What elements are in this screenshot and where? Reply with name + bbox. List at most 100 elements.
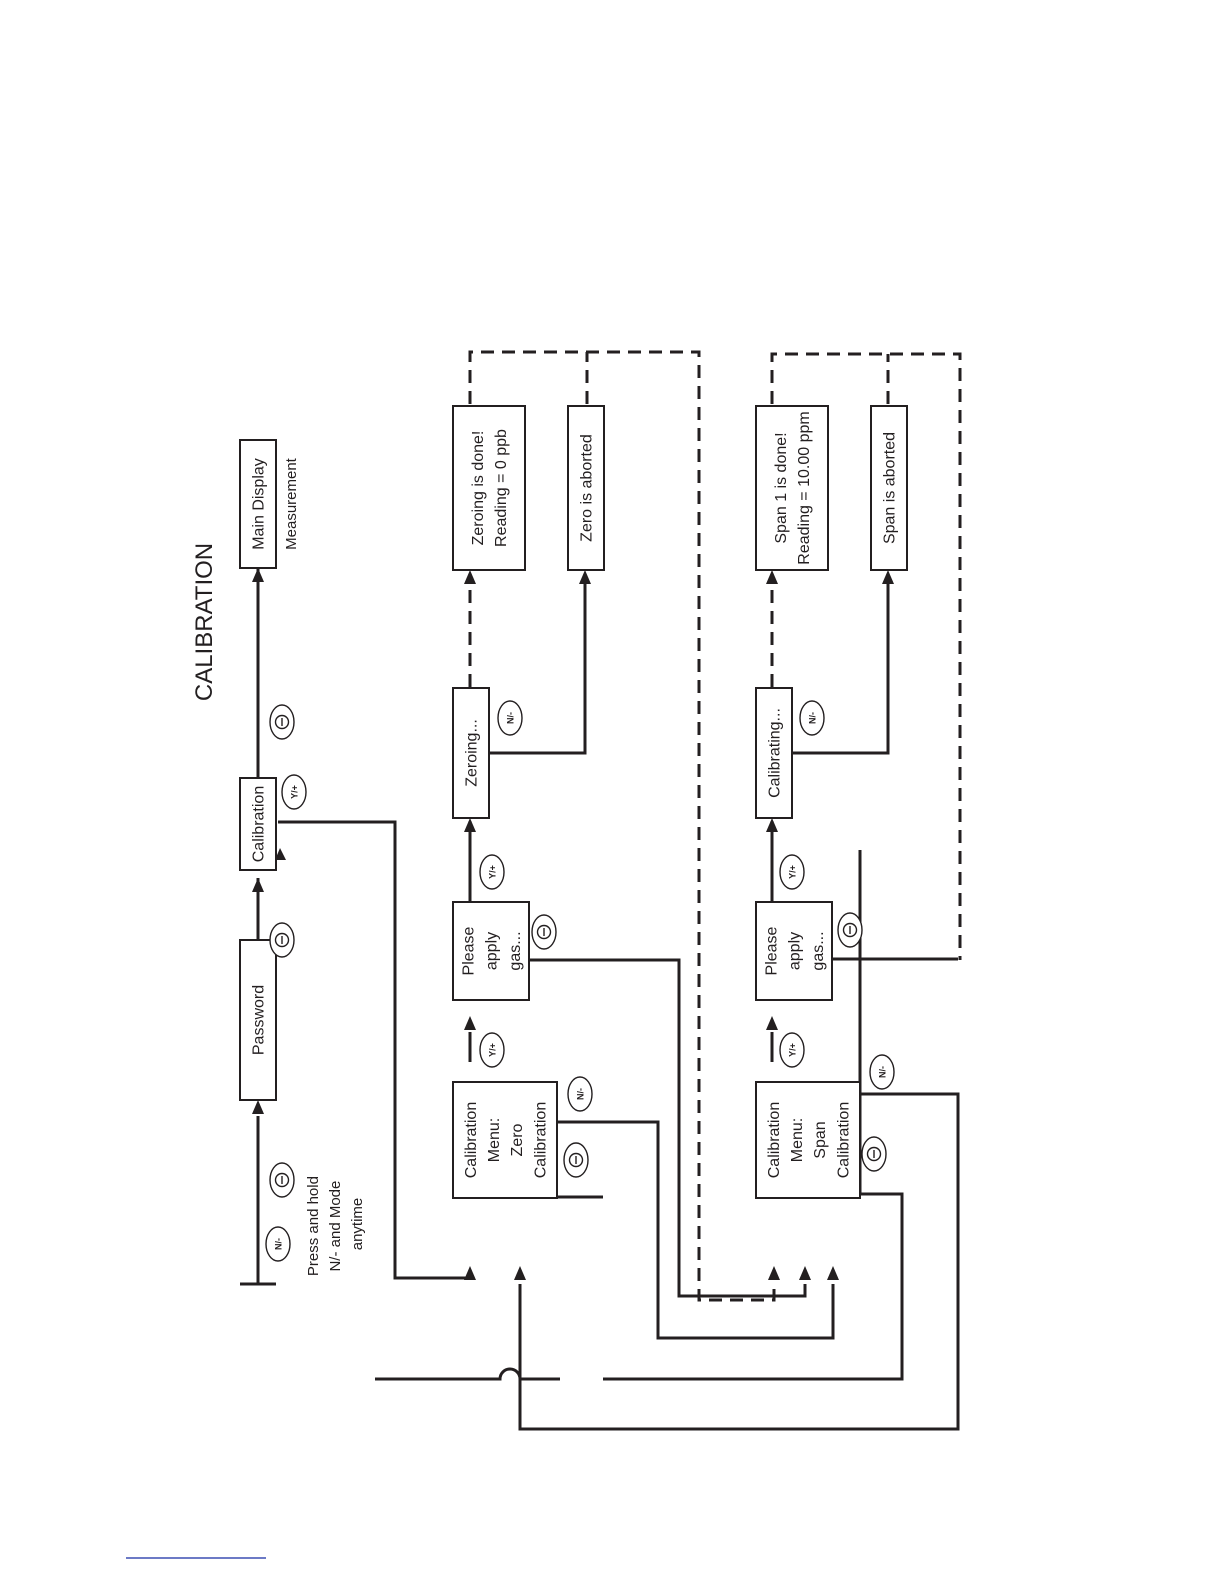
key-yes-icon: Y/+	[779, 1032, 805, 1068]
press-hold-label: Press and hold N/- and Mode anytime	[305, 1172, 366, 1276]
arrow-to-zero-apply	[464, 1016, 476, 1030]
dashed-zero-done-to-span-menu	[468, 350, 776, 1302]
box-frame	[870, 405, 908, 571]
box-zeroing-done: Zeroing is done!Reading = 0 ppb	[452, 405, 526, 571]
key-label: Y/+	[788, 865, 798, 879]
box-frame	[755, 687, 793, 819]
box-main-display: Main Display	[239, 439, 277, 569]
solid-connectors	[256, 568, 960, 1431]
mode-symbol	[866, 1146, 882, 1162]
arrow-to-calibrating	[766, 818, 778, 832]
arrow-to-span-apply	[766, 1016, 778, 1030]
key-mode-icon	[861, 1136, 887, 1172]
box-label: Zeroing...	[464, 719, 481, 787]
key-no-icon: N/-	[567, 1076, 593, 1112]
box-frame	[239, 939, 277, 1101]
arrow-to-zero-aborted	[579, 570, 591, 584]
connector-calibration-to-zero-menu	[278, 820, 466, 1280]
key-no-icon: N/-	[799, 700, 825, 736]
box-frame	[239, 777, 277, 871]
mode-symbol	[274, 932, 290, 948]
key-outline	[799, 700, 825, 736]
box-label: Calibrating...	[767, 708, 784, 798]
box-zeroing: Zeroing...	[452, 687, 490, 819]
box-frame	[755, 405, 829, 571]
box-frame	[452, 687, 490, 819]
connector-span-loop-to-zero-menu	[518, 1092, 960, 1431]
box-frame	[567, 405, 605, 571]
key-no-icon: N/-	[869, 1054, 895, 1090]
key-outline	[779, 1032, 805, 1068]
box-frame	[452, 1081, 558, 1199]
arrow-to-span-done	[766, 570, 778, 584]
arrow-to-zero-done	[464, 570, 476, 584]
diagram-title: CALIBRATION	[191, 543, 218, 701]
box-frame	[452, 901, 530, 1001]
key-mode-icon	[531, 914, 557, 950]
box-frame	[452, 405, 526, 571]
box-calibration: Calibration	[239, 777, 277, 871]
key-label: Y/+	[488, 865, 498, 879]
box-span-done: Span 1 is done!Reading = 10.00 ppm	[755, 405, 829, 571]
box-label: Span is aborted	[882, 432, 899, 544]
key-outline	[869, 1054, 895, 1090]
arrow-dashed-to-span-menu	[768, 1266, 780, 1280]
arrow-return-calibration	[275, 848, 286, 860]
box-label: Zeroing is done!Reading = 0 ppb	[470, 429, 510, 547]
connector-calibrating-aborted	[789, 582, 890, 755]
arrow-to-calibration	[252, 878, 264, 892]
key-mode-icon	[563, 1142, 589, 1178]
mode-symbol	[536, 924, 552, 940]
connector-crossover-hump	[375, 1367, 560, 1381]
box-label: Span 1 is done!Reading = 10.00 ppm	[773, 411, 813, 564]
connector-span-menu-mode-to-calibration	[603, 850, 904, 1381]
arrow-to-span-menu-3	[827, 1266, 839, 1280]
box-calibrating: Calibrating...	[755, 687, 793, 819]
key-outline	[265, 1226, 291, 1262]
mode-symbol	[274, 714, 290, 730]
key-label: N/-	[506, 712, 516, 724]
box-label: Main Display	[251, 458, 268, 550]
key-label: N/-	[576, 1088, 586, 1100]
arrow-to-zero-menu	[464, 1266, 476, 1280]
box-span-aborted: Span is aborted	[870, 405, 908, 571]
key-outline	[779, 854, 805, 890]
box-label: Password	[251, 985, 268, 1055]
box-password: Password	[239, 939, 277, 1101]
rotated-diagram-group: CALIBRATION	[191, 350, 962, 1431]
connector-zero-menu-no-to-span-menu	[558, 1120, 835, 1340]
key-outline	[479, 1032, 505, 1068]
arrow-to-zeroing	[464, 818, 476, 832]
key-yes-icon: Y/+	[281, 774, 307, 810]
arrow-loop-to-zero-menu	[514, 1266, 526, 1280]
key-outline	[281, 774, 307, 810]
key-yes-icon: Y/+	[479, 854, 505, 890]
box-label: Zero is aborted	[579, 434, 596, 542]
key-mode-icon	[269, 704, 295, 740]
box-label: Calibration	[251, 786, 268, 862]
box-frame	[755, 901, 833, 1001]
arrow-to-main-display	[252, 568, 264, 582]
box-frame	[755, 1081, 861, 1199]
connector-zero-apply-mode-to-span-menu	[528, 958, 807, 1298]
key-outline	[567, 1076, 593, 1112]
key-label: Y/+	[488, 1043, 498, 1057]
box-frame	[239, 439, 277, 569]
key-mode-icon	[269, 1162, 295, 1198]
arrow-to-span-aborted	[882, 570, 894, 584]
key-no-icon: N/-	[265, 1226, 291, 1262]
key-outline	[479, 854, 505, 890]
key-label: Y/+	[788, 1043, 798, 1057]
key-mode-icon	[837, 912, 863, 948]
box-zero-aborted: Zero is aborted	[567, 405, 605, 571]
key-label: N/-	[274, 1238, 284, 1250]
